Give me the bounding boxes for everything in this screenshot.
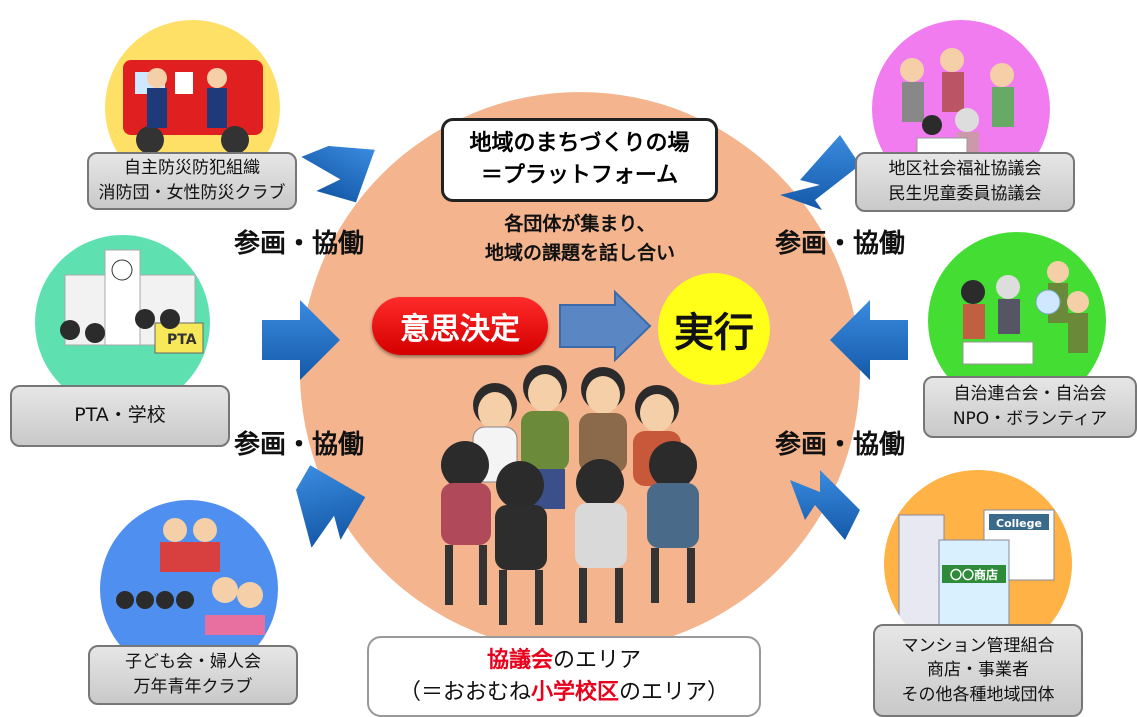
buildings-icon: College 〇〇商店 xyxy=(898,509,1055,636)
area-description-box: 協議会のエリア （＝おおむね小学校区のエリア） xyxy=(367,636,761,717)
area-line-2: （＝おおむね小学校区のエリア） xyxy=(369,677,759,709)
pta-group-label: PTA・学校 xyxy=(10,385,230,447)
pta-group-circle: PTA xyxy=(35,235,210,410)
platform-title: 地域のまちづくりの場 xyxy=(469,131,690,157)
cooperation-label: 参画・協働 xyxy=(775,229,906,259)
person-icon xyxy=(575,459,627,623)
group-name: 子ども会・婦人会 xyxy=(125,652,261,673)
platform-subtitle: ＝プラットフォーム xyxy=(480,163,679,188)
svg-text:College: College xyxy=(996,517,1042,530)
decision-badge: 意思決定 xyxy=(372,297,548,355)
arrow-icon xyxy=(559,289,652,363)
school-icon: PTA xyxy=(60,249,204,354)
cooperation-label: 参画・協働 xyxy=(234,229,365,259)
group-name: 万年青年クラブ xyxy=(133,677,253,697)
group-name: NPO・ボランティア xyxy=(952,409,1108,429)
platform-title-box: 地域のまちづくりの場 ＝プラットフォーム xyxy=(441,118,718,202)
elderly-care-icon xyxy=(900,48,1014,162)
children-group-label: 子ども会・婦人会 万年青年クラブ xyxy=(88,645,298,705)
arrow-icon xyxy=(790,470,860,540)
arrow-icon xyxy=(830,300,908,380)
description-line: 地域の課題を話し合い xyxy=(484,242,675,265)
person-icon xyxy=(441,441,491,605)
arrow-icon xyxy=(301,146,375,203)
person-icon xyxy=(495,461,547,625)
volunteers-icon xyxy=(961,261,1089,365)
arrow-icon xyxy=(780,135,860,210)
disaster-group-label: 自主防災防犯組織 消防団・女性防災クラブ xyxy=(87,152,297,210)
platform-description: 各団体が集まり、 地域の課題を話し合い xyxy=(440,210,720,269)
group-name: 地区社会福祉協議会 xyxy=(888,159,1042,180)
welfare-group-label: 地区社会福祉協議会 民生児童委員協議会 xyxy=(855,152,1075,212)
area-text: （＝おおむね xyxy=(398,679,531,705)
group-name: その他各種地域団体 xyxy=(901,684,1055,705)
group-name: 消防団・女性防災クラブ xyxy=(98,183,286,203)
residents-group-label: 自治連合会・自治会 NPO・ボランティア xyxy=(923,376,1137,438)
svg-text:PTA: PTA xyxy=(167,332,197,348)
area-text: のエリア xyxy=(553,647,642,673)
area-highlight: 小学校区 xyxy=(530,679,619,705)
area-highlight: 協議会 xyxy=(486,647,553,673)
arrow-icon xyxy=(296,465,366,548)
fire-truck-icon xyxy=(123,60,263,154)
group-name: マンション管理組合 xyxy=(901,635,1055,656)
business-group-label: マンション管理組合 商店・事業者 その他各種地域団体 xyxy=(873,624,1083,717)
person-icon xyxy=(579,367,627,473)
area-text: のエリア） xyxy=(619,679,730,705)
group-name: 商店・事業者 xyxy=(927,660,1029,681)
meeting-illustration xyxy=(441,365,699,625)
festival-icon xyxy=(116,518,265,635)
description-line: 各団体が集まり、 xyxy=(504,213,656,235)
person-icon xyxy=(647,441,699,603)
group-name: 民生児童委員協議会 xyxy=(888,184,1042,204)
cooperation-label: 参画・協働 xyxy=(234,430,365,460)
area-line-1: 協議会のエリア xyxy=(369,645,759,677)
cooperation-label: 参画・協働 xyxy=(775,430,906,460)
svg-text:〇〇商店: 〇〇商店 xyxy=(950,567,998,582)
group-name: 自治連合会・自治会 xyxy=(953,384,1107,405)
group-name: 自主防災防犯組織 xyxy=(124,158,260,179)
arrow-icon xyxy=(262,300,340,380)
execution-badge: 実行 xyxy=(658,273,770,385)
group-name: PTA・学校 xyxy=(74,404,166,427)
